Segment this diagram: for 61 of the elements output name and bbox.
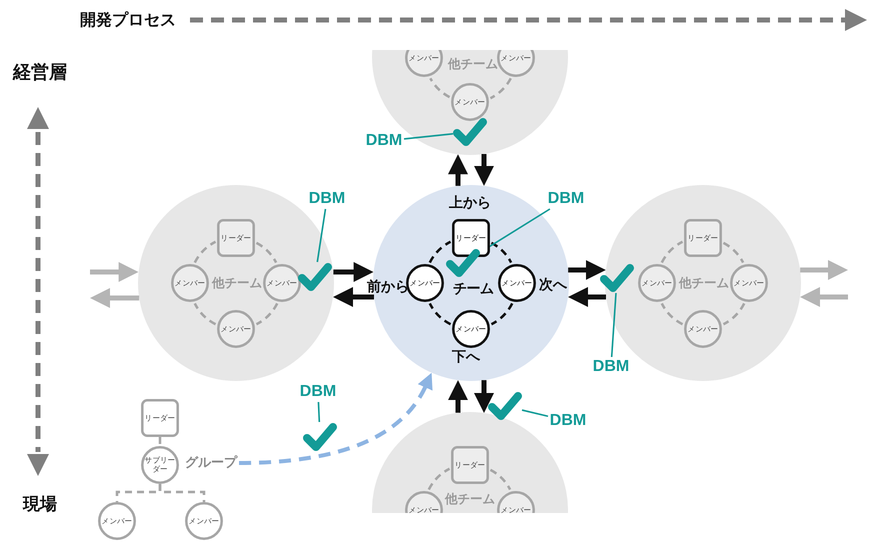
check-icon	[453, 117, 487, 147]
team-label: 他チーム	[445, 492, 495, 506]
direction-label: 下へ	[452, 350, 480, 364]
dashed-line	[429, 78, 450, 98]
check-icon	[303, 422, 337, 452]
dashed-line	[428, 240, 452, 264]
dashed-line	[722, 302, 746, 326]
leader-line	[404, 132, 454, 140]
callout-label: DBM	[307, 189, 347, 209]
arrow	[90, 288, 140, 308]
direction-label: 次へ	[539, 278, 567, 292]
dashed-line	[194, 302, 216, 326]
dashed-line	[722, 242, 744, 264]
axis-label: 経営層	[13, 64, 67, 82]
arrow	[474, 154, 494, 186]
dashed-line	[490, 468, 512, 490]
arrow	[474, 380, 494, 413]
dashed-line	[158, 437, 162, 446]
dashed-line	[490, 302, 514, 326]
axis-label: 現場	[23, 496, 57, 514]
direction-label: 上から	[449, 196, 491, 210]
leader-line	[318, 402, 320, 422]
team-label: 他チーム	[212, 276, 262, 290]
callout-label: DBM	[298, 382, 338, 402]
team-label: チーム	[452, 282, 494, 296]
dashed-line	[256, 242, 278, 264]
dashed-line	[660, 302, 684, 326]
leader-line	[610, 292, 617, 358]
dashed-line	[428, 302, 452, 326]
dashed-line	[490, 78, 512, 100]
arrow	[448, 380, 468, 413]
callout-label: DBM	[548, 411, 588, 431]
arrow	[90, 262, 139, 282]
axis-label: 開発プロセス	[80, 12, 176, 28]
callout-label: DBM	[591, 357, 631, 377]
direction-label: 前から	[367, 280, 409, 294]
callout-label: DBM	[546, 189, 586, 209]
arrow	[800, 287, 848, 307]
leader-line	[316, 208, 326, 262]
arrow	[568, 287, 606, 307]
group-label: グループ	[183, 454, 239, 472]
dashed-line	[428, 468, 450, 490]
dashed-line	[194, 240, 216, 264]
team-label: 他チーム	[448, 58, 498, 70]
check-icon	[446, 248, 480, 278]
callout-label: DBM	[364, 131, 404, 151]
arrow	[800, 260, 848, 280]
check-icon	[488, 391, 522, 421]
check-icon	[298, 262, 332, 292]
check-icon	[600, 263, 634, 293]
arrow	[333, 287, 374, 307]
dashed-line	[158, 484, 206, 502]
arrow	[448, 154, 468, 186]
team-label: 他チーム	[679, 276, 729, 290]
dashed-line	[660, 240, 684, 264]
dashed-line	[490, 242, 512, 264]
dashed-arrow	[238, 373, 432, 465]
arrow	[568, 260, 606, 280]
dashed-line	[256, 302, 278, 326]
arrow	[333, 262, 374, 282]
leader-line	[522, 409, 548, 418]
